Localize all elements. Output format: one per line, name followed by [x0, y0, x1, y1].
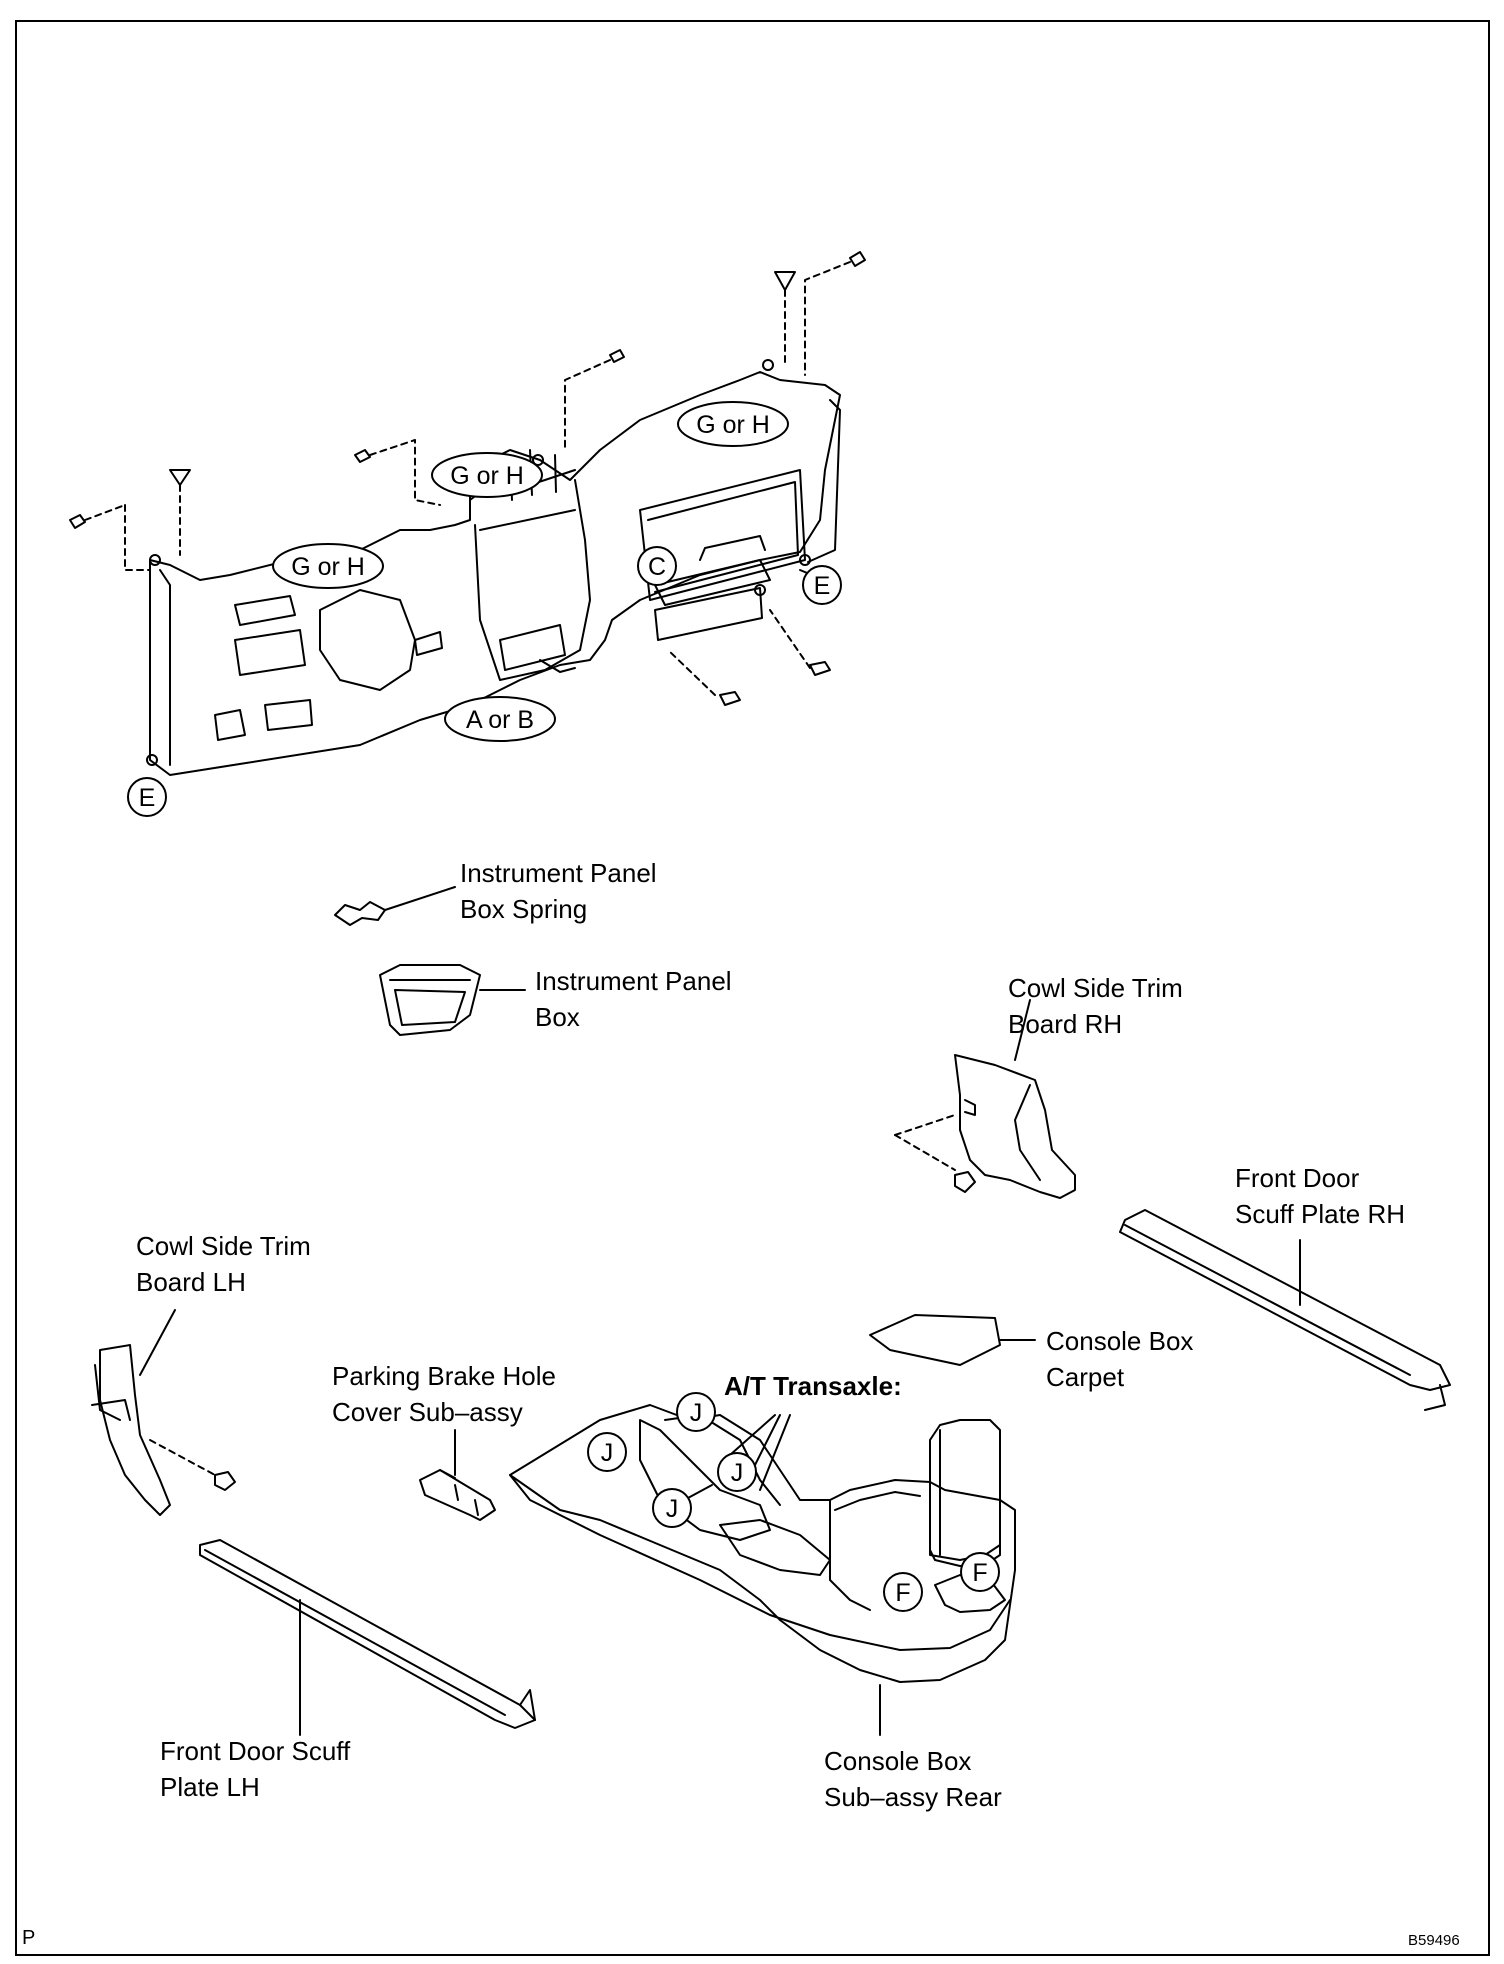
label-line: Scuff Plate RH [1235, 1199, 1406, 1229]
console-carpet-part [869, 1314, 1036, 1366]
label-carpet: Console Box Carpet [1046, 1323, 1193, 1395]
callout-text-j-1: J [601, 1439, 614, 1467]
ip-box-part [379, 964, 526, 1036]
label-line: Box [535, 1002, 580, 1032]
callout-text-e-left: E [139, 784, 156, 812]
label-ip-box-spring: Instrument Panel Box Spring [460, 855, 657, 927]
label-scuff-rh: Front Door Scuff Plate RH [1235, 1160, 1405, 1232]
callout-j-2 [676, 1392, 716, 1432]
label-at-transaxle: A/T Transaxle: [724, 1371, 902, 1401]
label-line: Front Door Scuff [160, 1736, 351, 1766]
label-cowl-rh: Cowl Side Trim Board RH [1008, 970, 1183, 1042]
callout-text-g-or-h-right: G or H [696, 411, 770, 439]
callout-text-j-3: J [731, 1459, 744, 1487]
callout-e-left [127, 777, 167, 817]
callout-j-1 [587, 1432, 627, 1472]
label-line: Plate LH [160, 1772, 260, 1802]
callout-g-or-h-left [272, 543, 384, 589]
label-line: Console Box [824, 1746, 972, 1776]
ip-box-spring-part [334, 886, 456, 926]
callout-c [637, 546, 677, 586]
callout-text-e-right: E [814, 572, 831, 600]
label-ip-box: Instrument Panel Box [535, 963, 732, 1035]
label-console-rear: Console Box Sub–assy Rear [824, 1743, 1002, 1815]
label-line: Cowl Side Trim [136, 1231, 311, 1261]
fasteners [69, 251, 866, 706]
callout-text-j-4: J [666, 1495, 679, 1523]
scuff-plate-lh-part [199, 1539, 536, 1736]
callout-g-or-h-center [431, 452, 543, 498]
console-box-rear-part [509, 1404, 1016, 1736]
cowl-side-trim-lh-part [91, 1309, 236, 1516]
figure-id: B59496 [1408, 1932, 1460, 1949]
callout-e-right [802, 565, 842, 605]
parking-brake-cover-part [419, 1429, 496, 1521]
label-line: Instrument Panel [535, 966, 732, 996]
page-border [15, 20, 1490, 1956]
callout-g-or-h-right [677, 401, 789, 447]
callout-j-3 [717, 1452, 757, 1492]
page-marker: P [22, 1927, 36, 1949]
callout-text-f-2: F [972, 1559, 987, 1587]
callout-text-a-or-b: A or B [466, 706, 534, 734]
callout-a-or-b [444, 696, 556, 742]
callout-text-g-or-h-left: G or H [291, 553, 365, 581]
label-line: Cowl Side Trim [1008, 973, 1183, 1003]
callout-text-f-1: F [895, 1579, 910, 1607]
label-line: Parking Brake Hole [332, 1361, 556, 1391]
scuff-plate-rh-part [1119, 1209, 1451, 1411]
label-line: Board RH [1008, 1009, 1123, 1039]
label-line: Carpet [1046, 1362, 1125, 1392]
callout-f-2 [960, 1552, 1000, 1592]
callout-text-j-2: J [690, 1399, 703, 1427]
label-cowl-lh: Cowl Side Trim Board LH [136, 1228, 311, 1300]
label-line: Front Door [1235, 1163, 1360, 1193]
label-line: Board LH [136, 1267, 246, 1297]
callout-text-g-or-h-center: G or H [450, 462, 524, 490]
label-line: Instrument Panel [460, 858, 657, 888]
label-line: Console Box [1046, 1326, 1194, 1356]
label-line: Box Spring [460, 894, 588, 924]
label-parking-brake: Parking Brake Hole Cover Sub–assy [332, 1358, 556, 1430]
callout-text-c: C [648, 553, 666, 581]
label-line: Cover Sub–assy [332, 1397, 523, 1427]
label-scuff-lh: Front Door Scuff Plate LH [160, 1733, 350, 1805]
cowl-side-trim-rh-part [894, 999, 1076, 1199]
callout-f-1 [883, 1572, 923, 1612]
callout-j-4 [652, 1488, 692, 1528]
label-line: Sub–assy Rear [824, 1782, 1002, 1812]
